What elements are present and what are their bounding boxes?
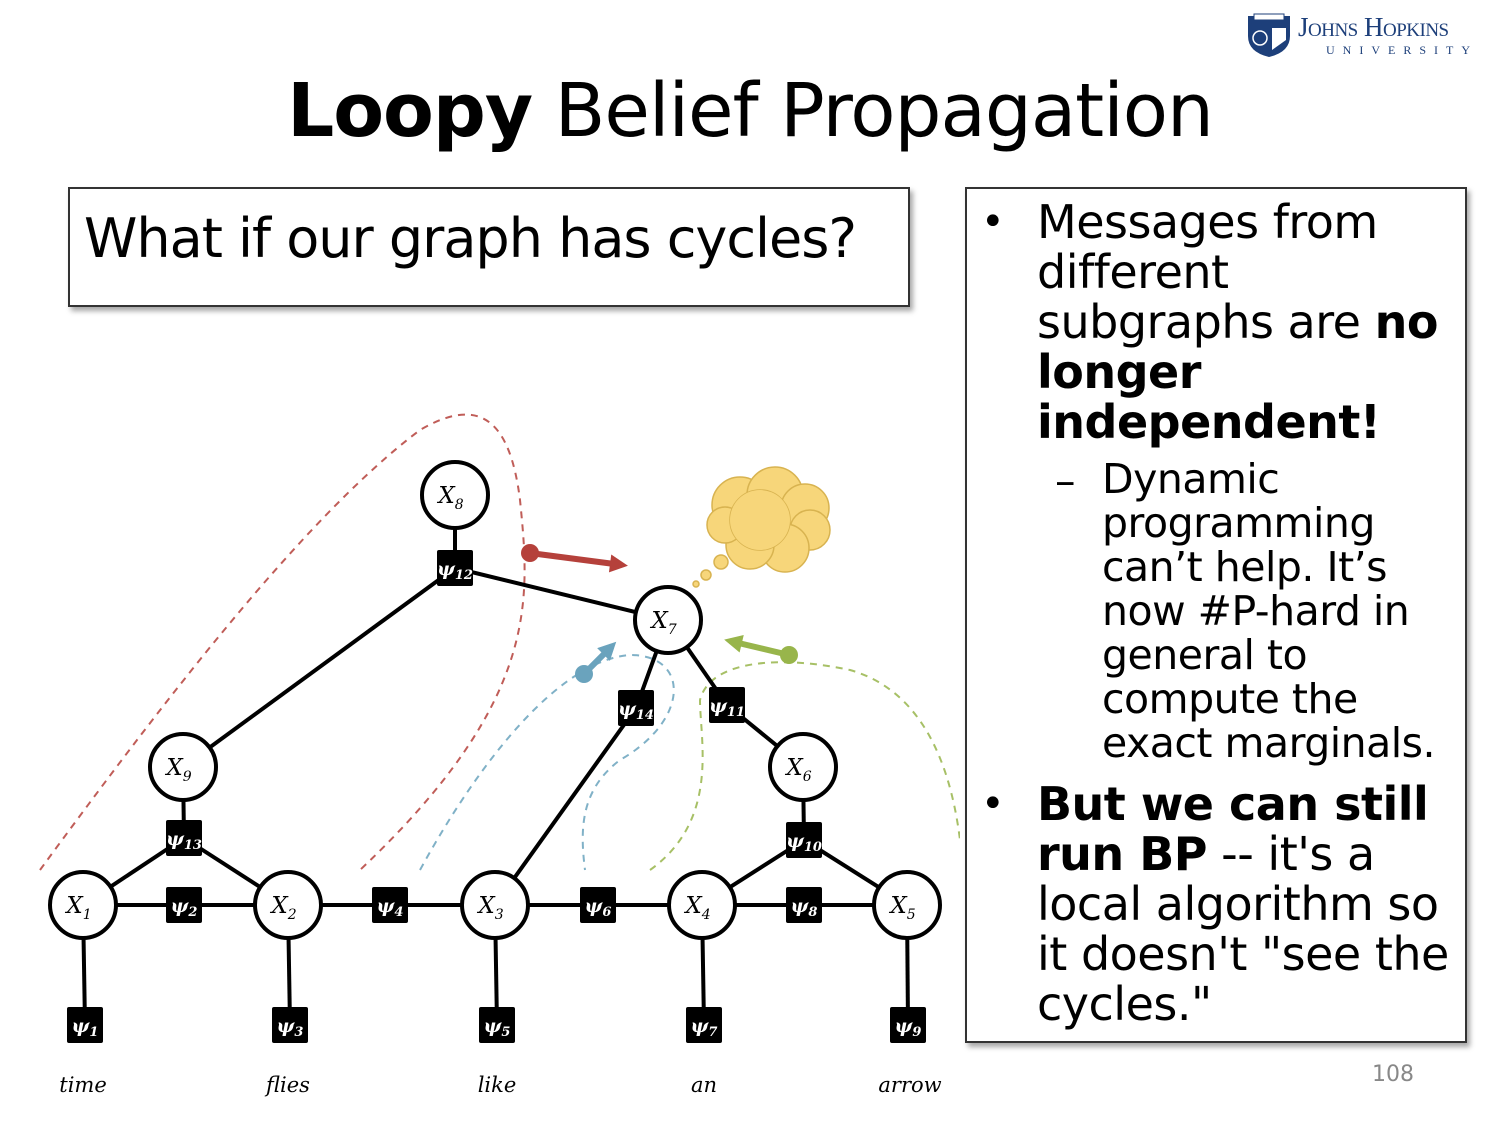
word-label: time	[59, 1073, 107, 1097]
svg-text:X9: X9	[164, 755, 191, 785]
factor-node-psi8: ψ8	[786, 887, 822, 923]
variable-node-x5: X5	[872, 870, 942, 940]
bullet-box: • Messages from different subgraphs are …	[965, 187, 1467, 1043]
variable-node-x9: X9	[148, 732, 218, 802]
variable-node-x8: X8	[420, 460, 490, 530]
bullet-1: Messages from different subgraphs are no…	[1037, 195, 1438, 449]
slide-title: Loopy Belief Propagation	[287, 68, 1214, 154]
svg-text:ψ8: ψ8	[791, 895, 818, 920]
svg-text:X2: X2	[269, 893, 296, 923]
factor-node-psi11: ψ11	[709, 687, 745, 723]
svg-text:ψ4: ψ4	[377, 895, 404, 920]
factor-node-psi9: ψ9	[890, 1007, 926, 1043]
variable-node-x6: X6	[768, 732, 838, 802]
red-message-arrow-head-icon	[608, 554, 628, 573]
jhu-shield-icon	[1248, 13, 1290, 57]
svg-text:ψ10: ψ10	[786, 830, 822, 855]
svg-text:ψ2: ψ2	[171, 895, 198, 920]
question-box: What if our graph has cycles?	[68, 187, 910, 307]
svg-text:X6: X6	[784, 755, 811, 785]
factor-node-psi3: ψ3	[272, 1007, 308, 1043]
svg-text:X4: X4	[683, 893, 710, 923]
factor-node-psi10: ψ10	[786, 822, 822, 858]
svg-text:X7: X7	[649, 608, 676, 638]
bullet-2: But we can still run BP -- it's a local …	[1037, 777, 1449, 1031]
svg-text:X3: X3	[476, 893, 503, 923]
red-message-arrow	[529, 550, 623, 568]
factor-node-psi13: ψ13	[166, 820, 202, 856]
svg-text:ψ7: ψ7	[691, 1015, 718, 1040]
svg-text:ψ11: ψ11	[709, 695, 745, 720]
svg-text:X8: X8	[436, 483, 463, 513]
svg-text:X5: X5	[888, 893, 915, 923]
factor-node-psi7: ψ7	[686, 1007, 722, 1043]
page-number: 108	[1372, 1062, 1414, 1087]
svg-text:ψ12: ψ12	[437, 558, 473, 583]
svg-text:X1: X1	[64, 893, 91, 923]
graph-edge	[454, 566, 669, 622]
sub-bullet: Dynamic programming can’t help. It’s now…	[1102, 455, 1436, 767]
variable-node-x2: X2	[253, 870, 323, 940]
green-subgraph-boundary	[649, 661, 960, 871]
variable-node-x7: X7	[633, 585, 703, 655]
graph-edge	[493, 706, 638, 907]
factor-node-psi4: ψ4	[372, 887, 408, 923]
word-label: an	[691, 1073, 717, 1097]
svg-text:ψ13: ψ13	[166, 828, 202, 853]
graph-edge	[181, 566, 457, 769]
factor-node-psi5: ψ5	[479, 1007, 515, 1043]
svg-text:ψ5: ψ5	[484, 1015, 511, 1040]
svg-text:ψ14: ψ14	[618, 698, 654, 723]
svg-text:ψ1: ψ1	[72, 1015, 99, 1040]
factor-node-psi12: ψ12	[437, 550, 473, 586]
blue-subgraph-boundary	[419, 653, 675, 871]
factor-node-psi2: ψ2	[166, 887, 202, 923]
variable-node-x1: X1	[48, 870, 118, 940]
svg-text:ψ9: ψ9	[895, 1015, 922, 1040]
svg-text:ψ3: ψ3	[277, 1015, 304, 1040]
factor-node-psi14: ψ14	[618, 690, 654, 726]
thought-cloud-icon	[692, 466, 831, 588]
word-label: arrow	[878, 1073, 941, 1097]
variable-node-x4: X4	[667, 870, 737, 940]
word-label: like	[478, 1073, 517, 1097]
svg-text:ψ6: ψ6	[585, 895, 612, 920]
jhu-logo: Johns Hopkins UNIVERSITY	[1246, 10, 1496, 60]
red-subgraph-boundary	[39, 413, 526, 871]
factor-node-psi6: ψ6	[580, 887, 616, 923]
word-label: flies	[264, 1073, 310, 1097]
factor-node-psi1: ψ1	[67, 1007, 103, 1043]
green-message-arrow-head-icon	[724, 635, 744, 653]
variable-node-x3: X3	[460, 870, 530, 940]
blue-message-arrow-head-icon	[597, 641, 617, 661]
